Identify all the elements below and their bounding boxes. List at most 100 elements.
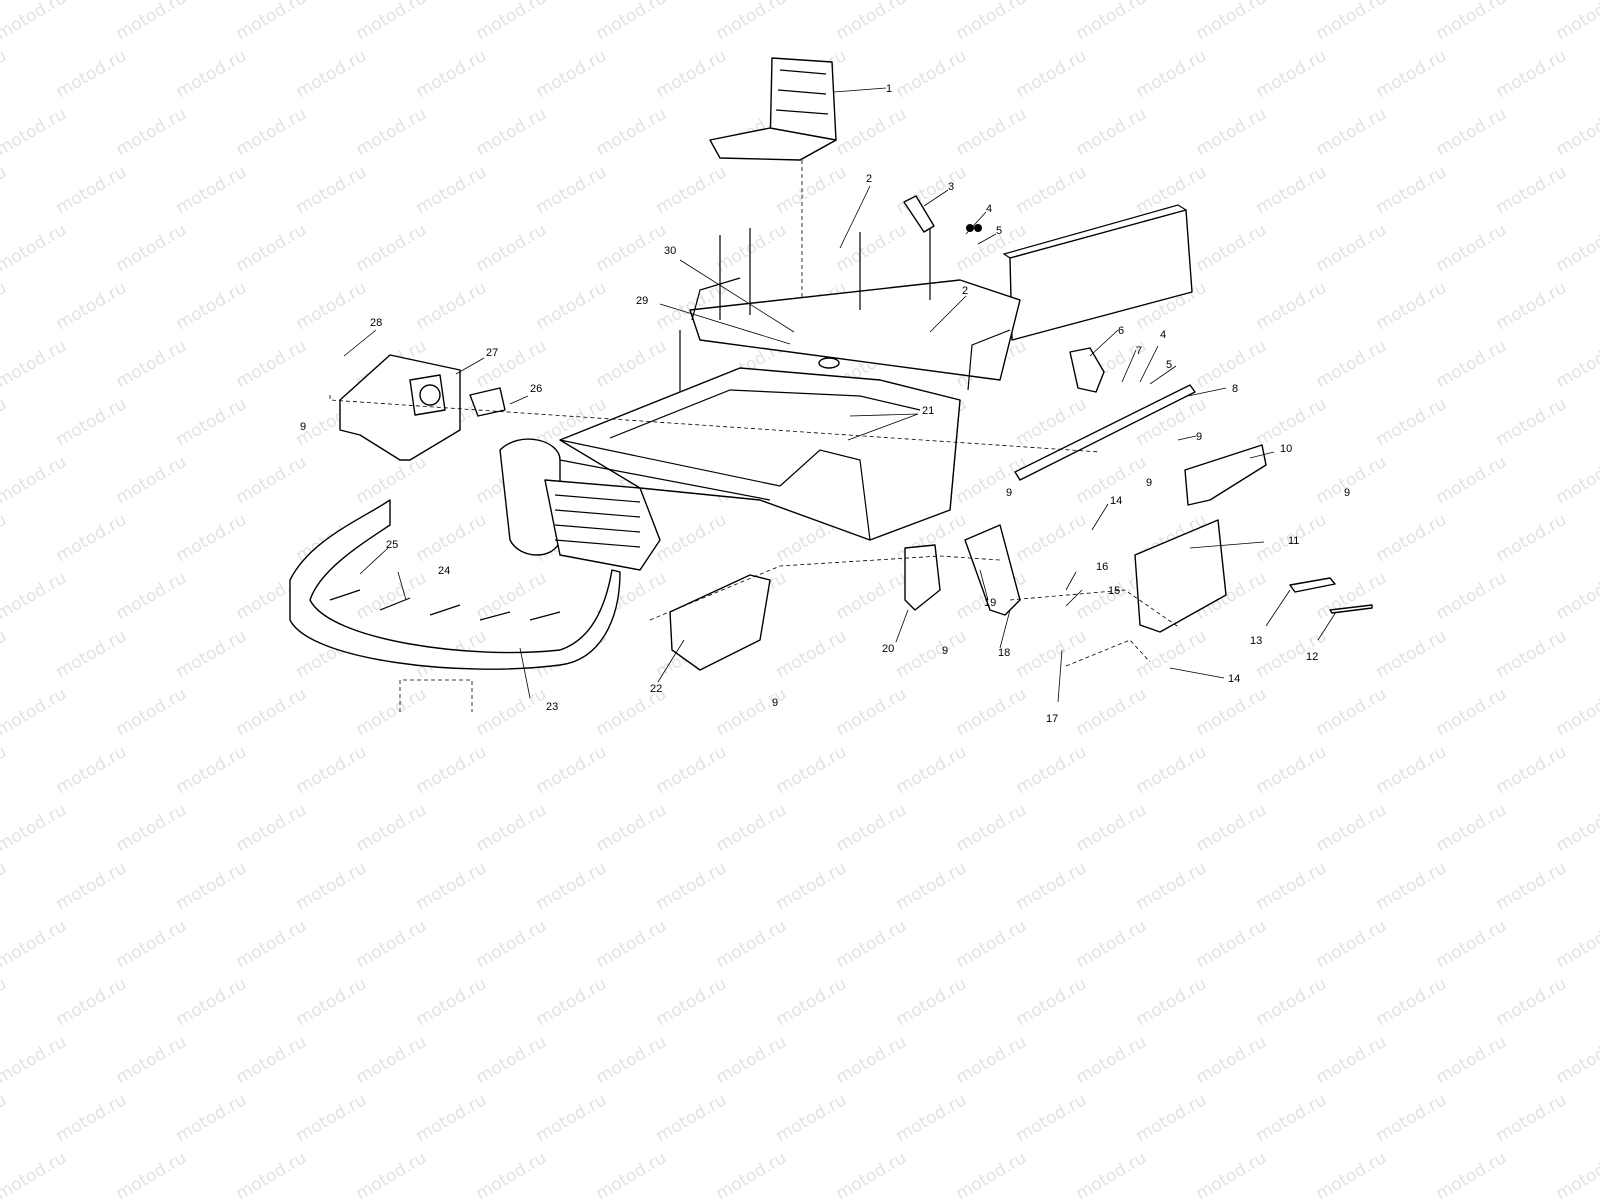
watermark-text: motod.ru bbox=[233, 1148, 311, 1200]
watermark-text: motod.ru bbox=[353, 568, 431, 624]
watermark-text: motod.ru bbox=[953, 0, 1031, 44]
watermark-text: motod.ru bbox=[833, 0, 911, 44]
watermark-text: motod.ru bbox=[653, 1090, 731, 1146]
watermark-text: motod.ru bbox=[473, 220, 551, 276]
watermark-text: motod.ru bbox=[1433, 220, 1511, 276]
watermark-text: motod.ru bbox=[1193, 0, 1271, 44]
watermark-text: motod.ru bbox=[593, 1032, 671, 1088]
watermark-text: motod.ru bbox=[293, 974, 371, 1030]
callout-23: 23 bbox=[546, 701, 558, 713]
callout-14-bottom: 14 bbox=[1228, 673, 1240, 685]
callout-15: 15 bbox=[1108, 585, 1120, 597]
watermark-text: motod.ru bbox=[53, 510, 131, 566]
callout-4-right: 4 bbox=[1160, 329, 1166, 341]
watermark-text: motod.ru bbox=[233, 0, 311, 44]
watermark-text: motod.ru bbox=[473, 1148, 551, 1200]
watermark-text: motod.ru bbox=[1133, 974, 1211, 1030]
watermark-text: motod.ru bbox=[653, 858, 731, 914]
watermark-text: motod.ru bbox=[113, 1148, 191, 1200]
watermark-text: motod.ru bbox=[53, 394, 131, 450]
watermark-text: motod.ru bbox=[593, 800, 671, 856]
watermark-text: motod.ru bbox=[0, 510, 10, 566]
callout-3: 3 bbox=[948, 181, 954, 193]
rear-frame bbox=[679, 204, 1193, 511]
watermark-text: motod.ru bbox=[1253, 1090, 1331, 1146]
watermark-text: motod.ru bbox=[1553, 336, 1600, 392]
callout-labels: 1 2 2 3 4 5 4 5 6 7 8 9 9 9 9 9 9 9 10 1… bbox=[300, 83, 1350, 725]
callout-29: 29 bbox=[636, 295, 648, 307]
watermark-text: motod.ru bbox=[1313, 104, 1391, 160]
watermark-text: motod.ru bbox=[1193, 916, 1271, 972]
watermark-text: motod.ru bbox=[833, 1032, 911, 1088]
watermark-text: motod.ru bbox=[713, 684, 791, 740]
watermark-text: motod.ru bbox=[353, 684, 431, 740]
watermark-text: motod.ru bbox=[1073, 1148, 1151, 1200]
watermark-text: motod.ru bbox=[353, 452, 431, 508]
watermark-text: motod.ru bbox=[0, 394, 10, 450]
watermark-text: motod.ru bbox=[353, 220, 431, 276]
callout-4-top: 4 bbox=[986, 203, 992, 215]
callout-9-bracket: 9 bbox=[942, 645, 948, 657]
watermark-text: motod.ru bbox=[953, 452, 1031, 508]
watermark-text: motod.ru bbox=[1133, 626, 1211, 682]
watermark-text: motod.ru bbox=[773, 162, 851, 218]
watermark-text: motod.ru bbox=[1253, 742, 1331, 798]
watermark-text: motod.ru bbox=[53, 278, 131, 334]
watermark-text: motod.ru bbox=[1013, 742, 1091, 798]
watermark-text: motod.ru bbox=[1013, 1090, 1091, 1146]
watermark-text: motod.ru bbox=[1253, 626, 1331, 682]
watermark-text: motod.ru bbox=[113, 336, 191, 392]
watermark-text: motod.ru bbox=[53, 46, 131, 102]
watermark-text: motod.ru bbox=[1013, 46, 1091, 102]
watermark-text: motod.ru bbox=[1073, 1032, 1151, 1088]
watermark-text: motod.ru bbox=[1313, 220, 1391, 276]
watermark-text: motod.ru bbox=[473, 0, 551, 44]
watermark-text: motod.ru bbox=[1433, 336, 1511, 392]
callout-28: 28 bbox=[370, 317, 382, 329]
callout-30: 30 bbox=[664, 245, 676, 257]
watermark-text: motod.ru bbox=[773, 974, 851, 1030]
watermark-text: motod.ru bbox=[593, 220, 671, 276]
watermark-text: motod.ru bbox=[353, 1032, 431, 1088]
watermark-text: motod.ru bbox=[233, 452, 311, 508]
watermark-text: motod.ru bbox=[1553, 684, 1600, 740]
watermark-text: motod.ru bbox=[893, 1090, 971, 1146]
assembly-lines bbox=[329, 395, 1181, 712]
watermark-text: motod.ru bbox=[173, 974, 251, 1030]
callout-19: 19 bbox=[984, 597, 996, 609]
watermark-text: motod.ru bbox=[1073, 684, 1151, 740]
watermark-text: motod.ru bbox=[413, 858, 491, 914]
callout-27: 27 bbox=[486, 347, 498, 359]
watermark-text: motod.ru bbox=[533, 858, 611, 914]
watermark-text: motod.ru bbox=[1493, 46, 1571, 102]
watermark-text: motod.ru bbox=[1073, 104, 1151, 160]
watermark-text: motod.ru bbox=[1373, 162, 1451, 218]
watermark-text: motod.ru bbox=[653, 162, 731, 218]
watermark-text: motod.ru bbox=[773, 626, 851, 682]
watermark-text: motod.ru bbox=[233, 800, 311, 856]
watermark-text: motod.ru bbox=[1193, 684, 1271, 740]
callout-21: 21 bbox=[922, 405, 934, 417]
watermark-text: motod.ru bbox=[1433, 452, 1511, 508]
watermark-text: motod.ru bbox=[473, 800, 551, 856]
watermark-text: motod.ru bbox=[1013, 626, 1091, 682]
watermark-text: motod.ru bbox=[1493, 742, 1571, 798]
watermark-text: motod.ru bbox=[1013, 510, 1091, 566]
watermark-text: motod.ru bbox=[1553, 1148, 1600, 1200]
right-side-components bbox=[1014, 384, 1373, 633]
watermark-text: motod.ru bbox=[173, 1090, 251, 1146]
watermark-text: motod.ru bbox=[53, 1090, 131, 1146]
watermark-text: motod.ru bbox=[113, 684, 191, 740]
watermark-text: motod.ru bbox=[353, 104, 431, 160]
watermark-text: motod.ru bbox=[833, 916, 911, 972]
watermark-text: motod.ru bbox=[533, 1090, 611, 1146]
watermark-text: motod.ru bbox=[0, 858, 10, 914]
watermark-text: motod.ru bbox=[1073, 916, 1151, 972]
watermark-text: motod.ru bbox=[1433, 1148, 1511, 1200]
watermark-text: motod.ru bbox=[1553, 452, 1600, 508]
watermark-text: motod.ru bbox=[0, 1090, 10, 1146]
callout-10: 10 bbox=[1280, 443, 1292, 455]
watermark-text: motod.ru bbox=[293, 46, 371, 102]
watermark-text: motod.ru bbox=[413, 742, 491, 798]
callout-9-far-right: 9 bbox=[1344, 487, 1350, 499]
